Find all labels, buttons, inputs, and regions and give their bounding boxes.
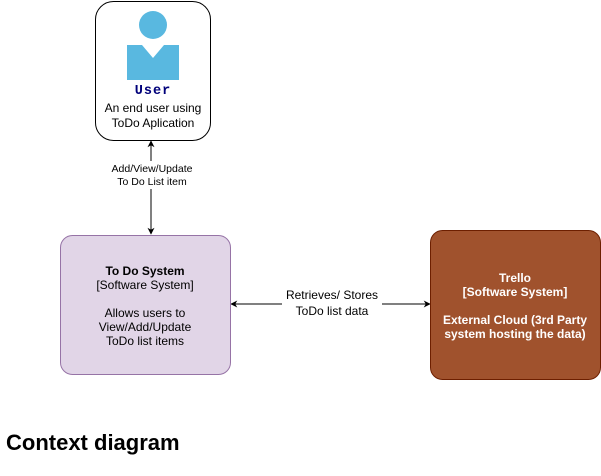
todo-system-box[interactable] xyxy=(60,235,231,375)
user-desc-line2: ToDo Aplication xyxy=(112,116,195,130)
user-name: User xyxy=(135,84,171,99)
edge-todo-trello-label-bg xyxy=(282,287,382,319)
trello-node[interactable]: Trello [Software System] External Cloud … xyxy=(430,230,601,380)
trello-title: Trello xyxy=(499,271,531,285)
edge-todo-trello-label-line1: Retrieves/ Stores xyxy=(286,288,378,302)
trello-desc-line2: system hosting the data) xyxy=(444,327,585,341)
todo-system-desc-line1: Allows users to xyxy=(105,306,186,320)
person-icon xyxy=(127,11,179,80)
todo-system-node[interactable]: To Do System [Software System] Allows us… xyxy=(60,235,231,375)
todo-system-desc-line2: View/Add/Update xyxy=(99,320,192,334)
todo-system-desc-line3: ToDo list items xyxy=(106,334,184,348)
todo-system-title: To Do System xyxy=(105,264,184,278)
edge-user-todo-label-bg xyxy=(108,161,196,189)
user-node[interactable]: User An end user using ToDo Aplication xyxy=(95,1,211,141)
edge-todo-trello: Retrieves/ Stores ToDo list data xyxy=(230,287,431,319)
edge-user-todo-label-line1: Add/View/Update xyxy=(112,163,193,175)
user-desc-line1: An end user using xyxy=(105,101,202,115)
trello-type: [Software System] xyxy=(463,285,568,299)
trello-desc-line1: External Cloud (3rd Party xyxy=(443,313,587,327)
edge-user-todo: Add/View/Update To Do List item xyxy=(108,140,196,235)
edge-user-todo-label-line2: To Do List item xyxy=(117,176,187,188)
trello-box[interactable] xyxy=(430,230,601,380)
todo-system-type: [Software System] xyxy=(96,278,193,292)
edge-todo-trello-label-line2: ToDo list data xyxy=(296,304,369,318)
diagram-caption: Context diagram xyxy=(6,430,180,455)
